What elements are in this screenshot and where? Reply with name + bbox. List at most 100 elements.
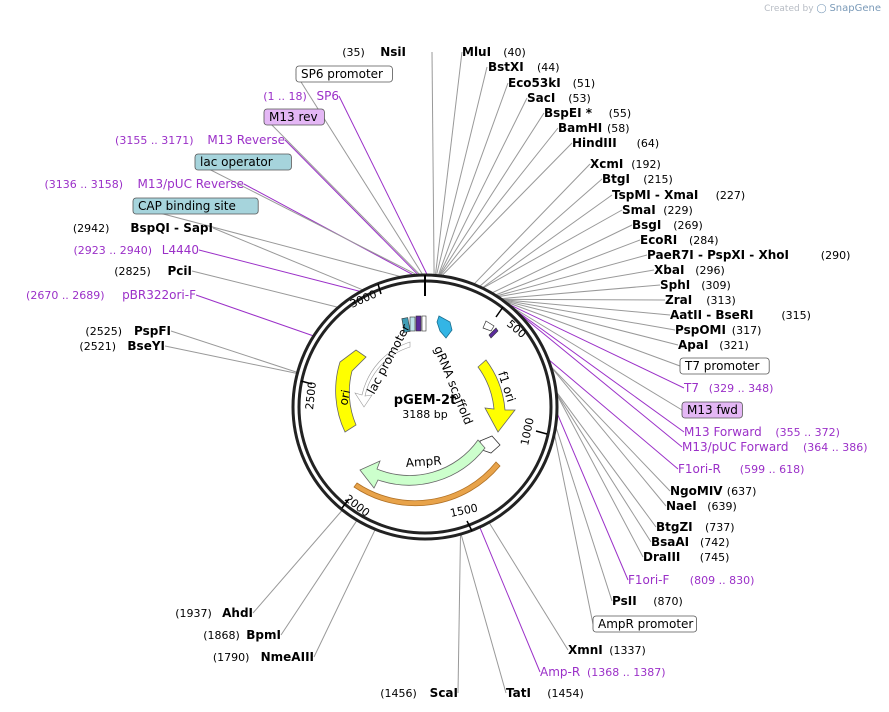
label-name: M13 Reverse [207, 133, 285, 147]
lac-promoter-arc [354, 341, 411, 408]
site-label-amp-r: (1368 .. 1387)Amp-R [540, 665, 666, 679]
label-name: BspEI * [544, 106, 593, 120]
leader-line [434, 51, 463, 276]
label-position: (2525) [85, 325, 122, 338]
label-name: ApaI [678, 338, 708, 352]
lac-operator-feature [409, 316, 416, 332]
label-name: BpmI [246, 628, 281, 642]
tick-label: 2000 [342, 492, 372, 519]
credit-text: Created by [764, 4, 814, 14]
site-label-sphi: (309)SphI [660, 278, 731, 292]
site-label-ngomiv: (637) NgoMIV [670, 484, 756, 498]
site-label-m13-forward: (355 .. 372)M13 Forward [684, 425, 840, 439]
leader-line [164, 345, 298, 374]
leader-line [502, 300, 679, 346]
site-label-ampr-promoter: AmpR promoter [592, 615, 697, 633]
site-label-aatii-bseri: (315)AatII - BseRI [670, 308, 811, 322]
leader-line [441, 142, 573, 277]
feature-box-text: CAP binding site [138, 199, 236, 213]
label-name: F1ori-R [678, 462, 721, 476]
site-label-nmeaiii: (1790) NmeAIII [213, 650, 314, 664]
leader-line [513, 309, 683, 448]
feature-box [592, 615, 697, 633]
label-name: NgoMIV [670, 484, 723, 498]
site-label-lac-operator: lac operator [194, 153, 292, 171]
label-name: AhdI [222, 606, 253, 620]
leader-line [338, 95, 428, 276]
label-name: BamHI [558, 121, 602, 135]
leader-line [191, 270, 339, 308]
feature-box [194, 153, 292, 171]
label-name: PciI [168, 264, 193, 278]
label-name: M13/pUC Reverse [138, 177, 245, 191]
site-label-sp6: (1 .. 18)SP6 [263, 89, 339, 103]
leader-line [556, 412, 629, 581]
leader-line [488, 522, 569, 651]
label-name: NmeAIII [261, 650, 314, 664]
label-position: (64) [637, 137, 660, 150]
site-label-bamhi: (58) BamHI [558, 121, 630, 135]
leader-line [503, 300, 681, 367]
site-label-pspomi: (317)PspOMI [675, 323, 761, 337]
feature-label-ampr: AmpR [405, 454, 442, 470]
label-position: (229) [663, 204, 693, 217]
label-name: M13/pUC Forward [682, 440, 789, 454]
leader-line [491, 224, 633, 294]
label-position: (58) [607, 122, 630, 135]
feature-box [681, 401, 743, 419]
label-position: (313) [706, 294, 736, 307]
leader-line [550, 365, 671, 492]
leader-line [494, 239, 641, 296]
feature-box-text: AmpR promoter [598, 617, 693, 631]
leader-line [547, 358, 679, 470]
label-position: (737) [705, 521, 735, 534]
label-position: (44) [537, 61, 560, 74]
label-name: SP6 [317, 89, 340, 103]
label-name: TatI [506, 686, 531, 700]
feature-box [132, 197, 259, 215]
feature-box [679, 357, 770, 375]
label-position: (637) [727, 485, 757, 498]
label-position: (355 .. 372) [775, 426, 840, 439]
site-label-scai: (1456)ScaI [380, 686, 458, 700]
site-label-m13-puc-reverse: (3136 .. 3158)M13/pUC Reverse [44, 177, 244, 191]
label-position: (599 .. 618) [740, 463, 805, 476]
label-position: (639) [707, 500, 737, 513]
leader-line [284, 139, 419, 276]
f1-ori-arrow [477, 359, 516, 433]
label-name: MluI [462, 45, 491, 59]
label-position: (1790) [213, 651, 250, 664]
label-name: T7 [683, 381, 699, 395]
leader-line [460, 533, 507, 694]
leader-line [506, 302, 685, 389]
site-label-m13-reverse: (3155 .. 3171)M13 Reverse [115, 133, 285, 147]
site-label-l4440: (2923 .. 2940)L4440 [73, 243, 199, 257]
site-label-ecori: (284)EcoRI [640, 233, 719, 247]
label-position: (53) [568, 92, 591, 105]
site-label-bspei-: (55)BspEI * [544, 106, 631, 120]
site-label-bseyi: (2521)BseYI [79, 339, 165, 353]
site-label-pspfi: (2525)PspFI [85, 324, 171, 338]
site-label-xbai: (296)XbaI [654, 263, 725, 277]
label-position: (1868) [203, 629, 240, 642]
label-name: EcoRI [640, 233, 677, 247]
tick-mark [535, 430, 548, 435]
label-name: F1ori-F [628, 573, 669, 587]
label-name: SphI [660, 278, 690, 292]
tick-label: 1500 [449, 501, 479, 520]
label-position: (1337) [609, 644, 646, 657]
label-name: BtgZI [656, 520, 693, 534]
leader-line [553, 433, 594, 625]
label-position: (317) [732, 324, 762, 337]
snapgene-logo-icon: ◯ [816, 4, 827, 14]
leader-line [473, 163, 591, 285]
site-label-ahdi: (1937)AhdI [175, 606, 253, 620]
site-labels: (35)NsiI(40)MluI(44)BstXI(51)Eco53kI(53)… [26, 45, 868, 700]
ampr-orange-bar [353, 461, 501, 507]
label-name: HindIII [572, 136, 617, 150]
site-label-xmni: (1337)XmnI [568, 643, 646, 657]
tick-label: 1000 [518, 417, 537, 447]
label-position: (2825) [114, 265, 151, 278]
label-name: XbaI [654, 263, 684, 277]
label-position: (870) [653, 595, 683, 608]
